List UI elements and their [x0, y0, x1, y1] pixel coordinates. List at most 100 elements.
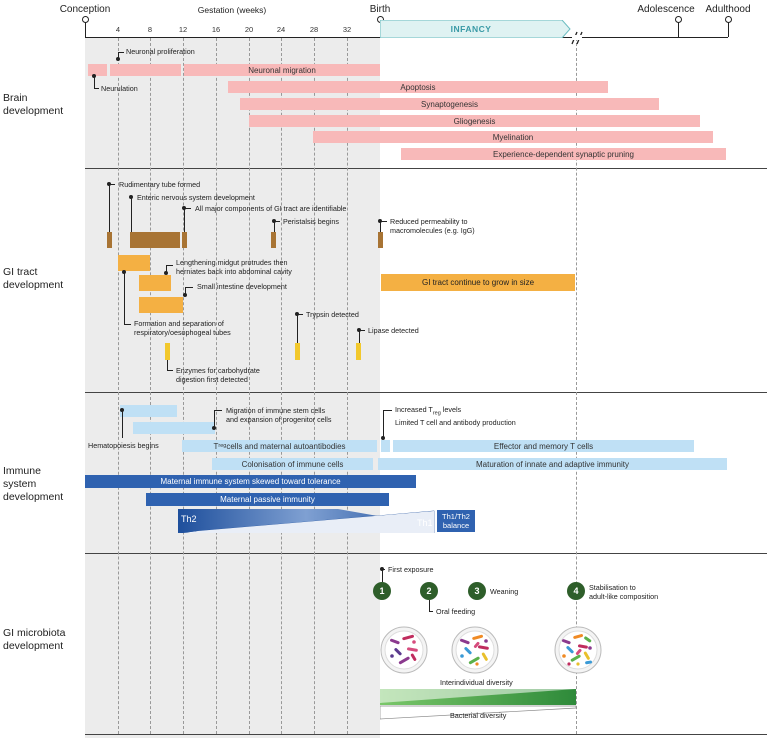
week-tick-12: 12 — [178, 25, 188, 34]
label-conception: Conception — [59, 4, 111, 15]
leader-neurulation — [94, 76, 95, 88]
leader-rudimentary — [109, 184, 110, 232]
label-interindividual-diversity: Interindividual diversity — [440, 678, 513, 687]
step-circle-1: 1 — [373, 582, 391, 600]
dot-midgut — [164, 271, 168, 275]
leader-peristalsis — [274, 221, 275, 232]
microbiota-sample-weaning — [451, 626, 499, 674]
gridline-week-4 — [118, 38, 119, 734]
bar-synaptogenesis: Synaptogenesis — [240, 98, 659, 110]
note-midgut: Lengthening midgut protrudes then hernia… — [176, 258, 292, 276]
note-limited-production: Limited T cell and antibody production — [395, 418, 516, 428]
bar-maturation: Maturation of innate and adaptive immuni… — [378, 458, 727, 470]
bar-synaptic-pruning: Experience-dependent synaptic pruning — [401, 148, 726, 160]
bar-midgut — [139, 275, 171, 291]
note-lipase: Lipase detected — [368, 326, 419, 335]
dot-treg-increase — [381, 436, 385, 440]
section-label-microbiota: GI microbiota development — [3, 627, 66, 652]
note-formation-line-1: Formation and separation of — [134, 319, 224, 328]
bar-lipase — [356, 343, 361, 360]
axis-break-gap — [572, 35, 582, 40]
leader-neuronal-proliferation-h — [118, 52, 124, 53]
bar-neurulation — [88, 64, 107, 76]
note-weaning: Weaning — [490, 587, 519, 596]
bar-peristalsis — [271, 232, 276, 248]
bar-hematopoiesis-1 — [120, 405, 177, 417]
bar-all-components — [182, 232, 187, 248]
infancy-label: INFANCY — [450, 24, 492, 34]
gestation-shading — [85, 38, 380, 738]
label-adulthood: Adulthood — [705, 4, 751, 15]
bar-effector-memory: Effector and memory T cells — [393, 440, 694, 452]
note-midgut-line-2: herniates back into abdominal cavity — [176, 267, 292, 276]
bar-gliogenesis: Gliogenesis — [249, 115, 700, 127]
bar-progenitor-expansion — [133, 422, 215, 434]
note-peristalsis: Peristalsis begins — [283, 217, 339, 226]
label-gestation-weeks: Gestation (weeks) — [197, 5, 267, 15]
note-permeability: Reduced permeability to macromolecules (… — [390, 217, 475, 235]
leader-formation-h — [124, 324, 131, 325]
divider-brain-gi — [85, 168, 767, 169]
step-circle-4: 4 — [567, 582, 585, 600]
divider-immune-microbiota — [85, 553, 767, 554]
bar-rudimentary-tube — [107, 232, 112, 248]
note-formation-line-2: respiratory/oesophogeal tubes — [134, 328, 231, 337]
week-tick-28: 28 — [309, 25, 319, 34]
bar-myelination: Myelination — [313, 131, 713, 143]
leader-small-intestine — [185, 287, 186, 295]
leader-rudimentary-h — [109, 184, 115, 185]
note-permeability-line-1: Reduced permeability to — [390, 217, 468, 226]
divider-gi-immune — [85, 392, 767, 393]
gridline-week-20 — [249, 38, 250, 734]
bar-colonisation: Colonisation of immune cells — [212, 458, 373, 470]
bar-maternal-tolerance: Maternal immune system skewed toward tol… — [85, 475, 416, 488]
label-bacterial-diversity: Bacterial diversity — [450, 711, 507, 720]
leader-peristalsis-h — [274, 221, 280, 222]
balance-line-2: balance — [442, 521, 470, 530]
gridline-week-32 — [347, 38, 348, 734]
leader-migration — [214, 410, 215, 428]
week-tick-32: 32 — [342, 25, 352, 34]
note-migration-line-1: Migration of immune stem cells — [226, 406, 326, 415]
marker-adulthood-stem — [728, 22, 729, 37]
marker-adolescence-stem — [678, 22, 679, 37]
balance-line-1: Th1/Th2 — [442, 512, 470, 521]
week-tick-4: 4 — [115, 25, 121, 34]
leader-midgut-h — [166, 265, 173, 266]
leader-first-exposure-h — [382, 569, 385, 570]
leader-trypsin-h — [297, 314, 303, 315]
microbiota-sample-infant — [380, 626, 428, 674]
note-midgut-line-1: Lengthening midgut protrudes then — [176, 258, 288, 267]
microbiota-sample-adult — [554, 626, 602, 674]
leader-enzymes-h — [167, 370, 173, 371]
bar-neuronal-proliferation — [110, 64, 181, 76]
bar-maternal-passive: Maternal passive immunity — [146, 493, 389, 506]
leader-components — [184, 208, 185, 232]
note-enzymes-line-2: digestion first detected — [176, 375, 248, 384]
section-label-gi: GI tract development — [3, 266, 64, 291]
leader-oral-feeding — [429, 600, 430, 611]
bar-carbohydrate-enzymes — [165, 343, 170, 360]
leader-midgut — [166, 265, 167, 273]
note-enteric: Enteric nervous system development — [137, 193, 255, 202]
leader-permeability — [380, 221, 381, 232]
leader-treg-increase — [383, 410, 384, 438]
gridline-week-16 — [216, 38, 217, 734]
leader-enteric — [131, 197, 132, 232]
section-label-immune: Immune system development — [3, 465, 64, 503]
bar-reduced-permeability — [378, 232, 383, 248]
dot-small-intestine — [183, 293, 187, 297]
bar-gi-continue-grow: GI tract continue to grow in size — [381, 274, 575, 291]
gridline-week-24 — [281, 38, 282, 734]
leader-hematopoiesis — [122, 410, 123, 438]
note-trypsin: Trypsin detected — [306, 310, 359, 319]
step-circle-3: 3 — [468, 582, 486, 600]
leader-lipase-h — [359, 330, 365, 331]
note-small-intestine: Small intestine development — [197, 282, 287, 291]
leader-components-h — [184, 208, 191, 209]
note-neurulation: Neurulation — [101, 84, 138, 93]
leader-lipase — [359, 330, 360, 344]
note-stabilisation-line-1: Stabilisation to — [589, 583, 636, 592]
leader-neuronal-proliferation — [118, 52, 119, 59]
week-tick-24: 24 — [276, 25, 286, 34]
